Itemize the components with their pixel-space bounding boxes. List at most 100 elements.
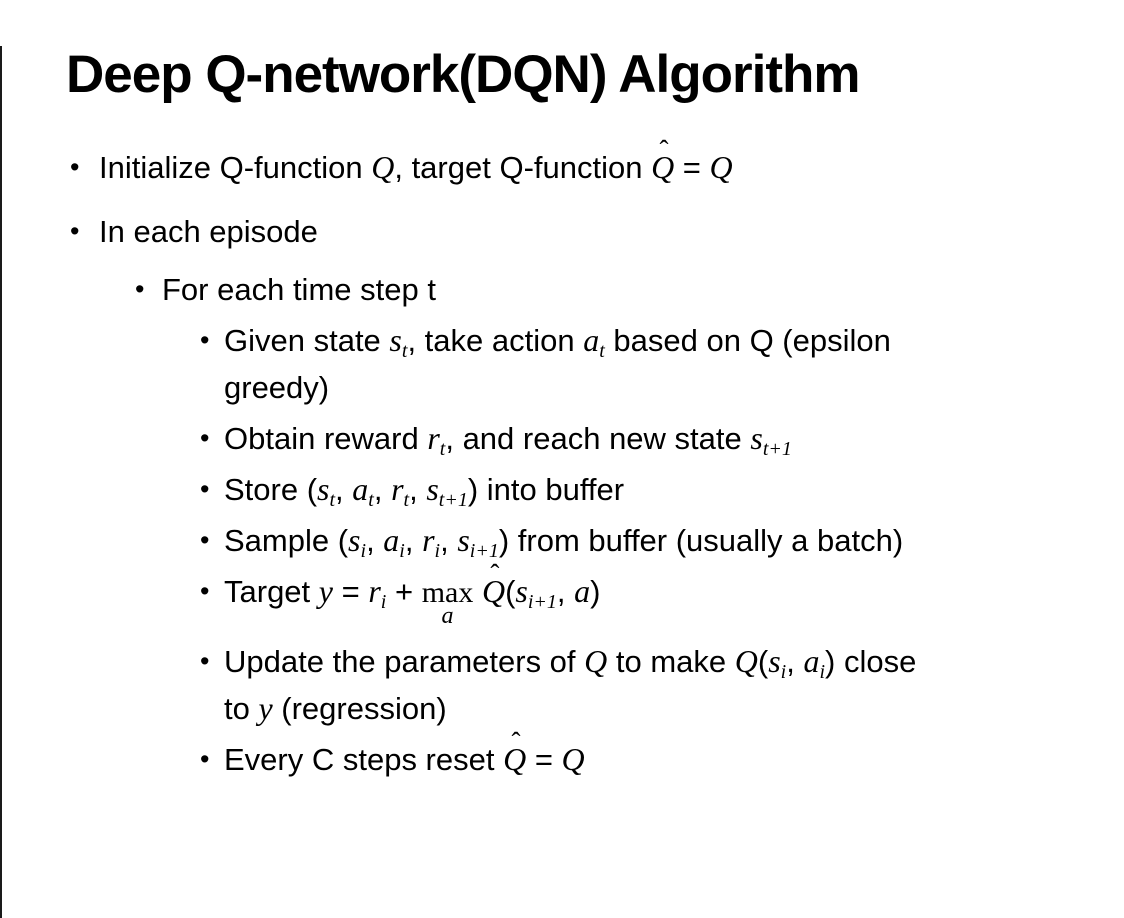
text-run: Store ( [224,472,318,507]
math-symbol: r [422,522,435,558]
text-run: = [526,742,562,777]
math-symbol: a [352,471,369,507]
page-title: Deep Q-network(DQN) Algorithm [66,45,860,104]
math-subscript: t [329,489,336,511]
slide: Deep Q-network(DQN) Algorithm • Initializ… [0,46,1124,918]
math-symbol: s [317,471,330,507]
text-run: ( [505,574,516,609]
math-symbol: a [383,522,400,558]
bullet-item: •Obtain reward rt, and reach new state s… [2,415,1104,462]
math-subscript: i [819,661,826,683]
text-run: , and reach new state [445,421,751,456]
text-run: ) from buffer (usually a batch) [498,523,904,558]
bullet-marker: • [200,646,210,676]
math-symbol: s [426,471,439,507]
bullet-item: • Store (st, at, rt, st+1) into buffer [2,466,1104,513]
math-symbol: a [803,643,820,679]
math-symbol: y [318,573,333,609]
math-subscript: t [403,489,410,511]
text-run: to make [607,644,735,679]
bullet-text: For each time step t [162,266,1104,313]
math-subscript: i [434,540,441,562]
bullet-item: •Given state st, take action at based on… [2,317,1104,411]
bullet-marker: • [70,216,80,246]
bullet-marker: • [70,152,80,182]
text-run: to [224,691,259,726]
math-subscript: t+1 [762,438,792,460]
math-subscript: t [439,438,446,460]
text-run: ) close [825,644,917,679]
text-run: , [556,574,575,609]
math-symbol: r [368,573,381,609]
bullet-text: Store (st, at, rt, st+1) into buffer [224,466,1104,513]
math-subscript: t [368,489,374,511]
text-run: , [409,472,427,507]
bullet-marker: • [200,744,210,774]
math-symbol: s [457,522,470,558]
text-run: Target [224,574,319,609]
text-run: = [674,150,710,185]
bullet-text: Given state st, take action at based on … [224,317,1104,411]
text-run: ) into buffer [467,472,625,507]
bullet-item: •Sample (si, ai, ri, si+1) from buffer (… [2,517,1104,564]
math-subscript: i+1 [469,540,499,562]
text-run: , [440,523,458,558]
math-symbol: s [750,420,763,456]
text-run: = [332,574,369,609]
math-subscript: i [380,591,387,613]
text-run: (regression) [272,691,447,726]
bullet-marker: • [200,325,210,355]
math-symbol: r [391,471,404,507]
math-symbol: Q [651,149,675,185]
text-run: , [786,644,804,679]
math-subscript: i [780,661,787,683]
math-symbol: a [583,322,600,358]
text-run: , [373,472,392,507]
text-run: , [366,523,384,558]
math-symbol: r [427,420,440,456]
text-run: based on Q (epsilon [604,323,891,358]
bullet-marker: • [200,474,210,504]
text-run: ) [590,574,601,609]
math-symbol: s [389,322,402,358]
text-run: + [386,574,422,609]
math-subscript: t+1 [438,489,468,511]
text-run: Initialize Q-function [99,150,372,185]
text-run: For each time step t [162,272,436,307]
hat-accent: ˆ [490,559,500,589]
bullet-list: •Initialize Q-function Q, target Q-funct… [2,137,1124,783]
bullet-text: Sample (si, ai, ri, si+1) from buffer (u… [224,517,1104,564]
bullet-text: Update the parameters of Q to make Q(si,… [224,638,1104,732]
math-symbol: s [515,573,528,609]
math-symbol: y [258,690,273,726]
math-symbol: Q [481,573,506,609]
math-symbol: a [574,573,591,609]
math-symbol: Q [371,149,395,185]
bullet-item: • Update the parameters of Q to make Q(si… [2,638,1104,732]
text-run: In each episode [99,214,318,249]
math-subscript: i+1 [527,591,557,613]
operator-subscript: a [441,603,454,629]
math-subscript: t [401,340,408,362]
text-run: , take action [407,323,584,358]
bullet-text: In each episode [99,208,1104,255]
text-run: , [404,523,423,558]
math-symbol: Q [584,643,608,679]
math-subscript: t [599,340,605,362]
text-run [473,574,482,609]
bullet-item: • In each episode [2,208,1104,255]
bullet-marker: • [135,274,145,304]
bullet-item: • Initialize Q-function Q, target Q-funct… [2,137,1104,191]
text-run: , target Q-function [394,150,652,185]
hat-accent: ˆ [511,727,521,757]
math-symbol: Q [503,741,527,777]
math-symbol: Q [734,643,758,679]
bullet-text: Obtain reward rt, and reach new state st… [224,415,1104,462]
